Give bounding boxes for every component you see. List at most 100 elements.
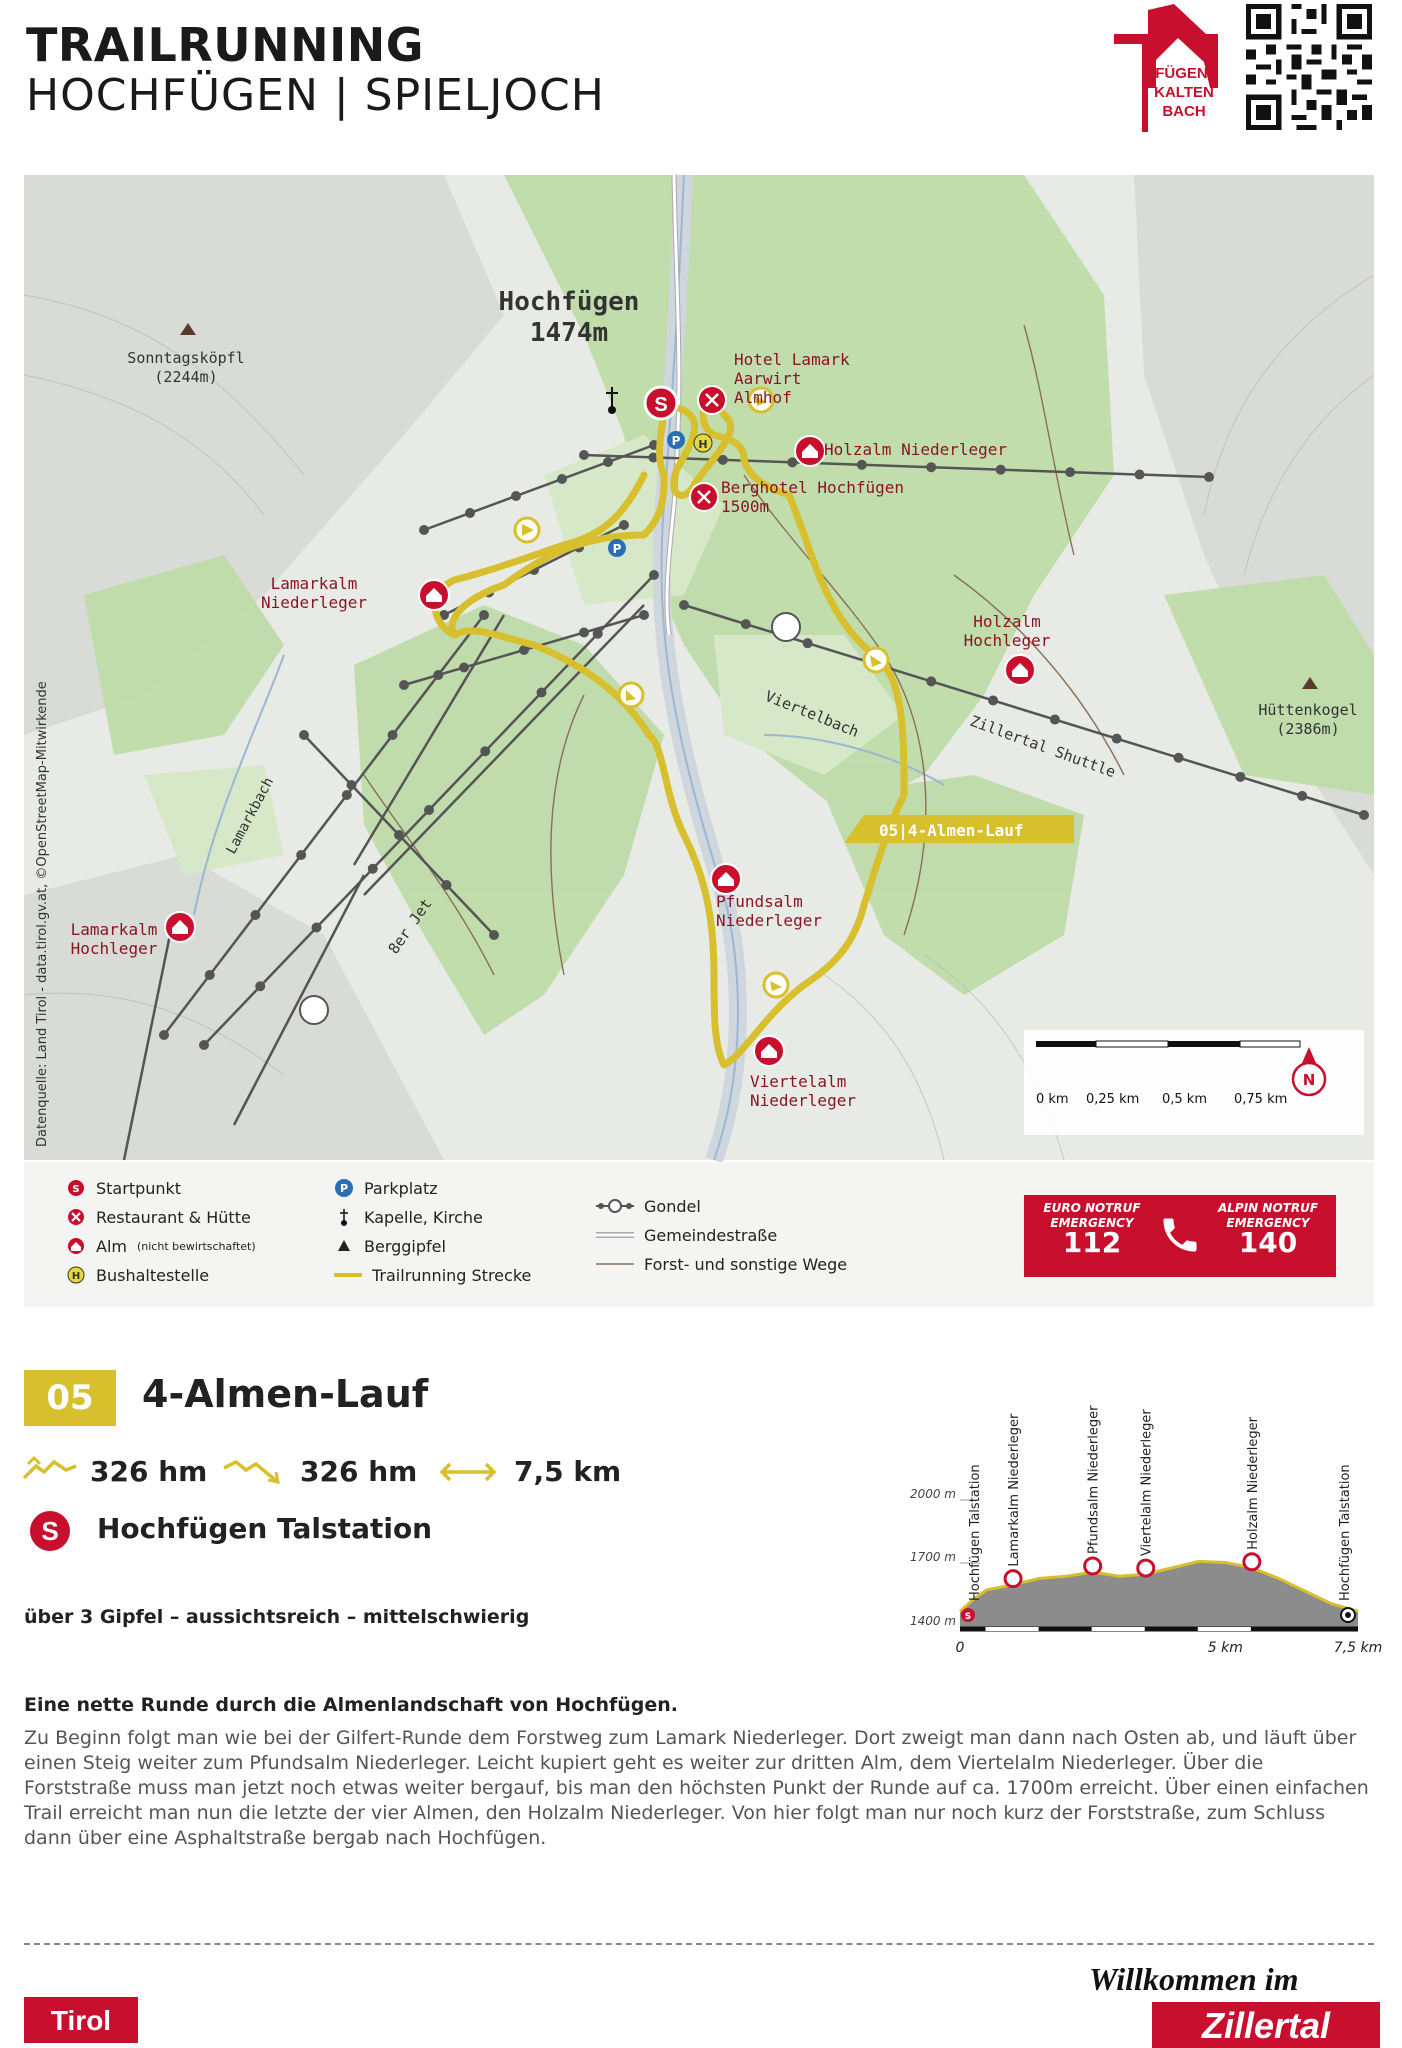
legend-paths: Forst- und sonstige Wege [644,1254,848,1274]
gondola-line-icon [596,1199,634,1213]
scale-bar [1036,1040,1301,1048]
legend-road: Gemeindestraße [644,1225,778,1245]
lift-pylon [250,910,261,920]
alm-icon [753,1035,785,1067]
poi-label: Hochleger [964,631,1051,650]
lift-pylon [441,880,452,890]
lift-pylon [995,464,1006,475]
legend-trail: Trailrunning Strecke [372,1265,532,1285]
euro-emergency-label-1: EURO NOTRUF [1043,1201,1141,1215]
poi-label: Hochleger [71,939,158,958]
waypoint-label: Hochfügen Talstation [968,1464,983,1601]
lift-pylon [603,457,613,467]
svg-text:S: S [41,1516,58,1546]
legend-gondola: Gondel [644,1196,701,1216]
lift-pylon [649,570,659,580]
route-tagline: über 3 Gipfel – aussichtsreich – mittels… [24,1606,530,1628]
waypoint-label: Viertelalm Niederleger [1140,1409,1155,1556]
phone-icon [1163,1218,1197,1252]
alm-icon [164,911,196,943]
gondola-icon [299,995,329,1025]
alm-icon [418,579,450,611]
legend-restaurant: Restaurant & Hütte [96,1207,251,1227]
lift-pylon [639,610,649,620]
svg-text:P: P [672,434,681,448]
route-number: 05 [24,1370,116,1426]
restaurant-icon [68,1209,84,1225]
distance-icon [439,1462,497,1482]
alpine-emergency-label-1: ALPIN NOTRUF [1217,1201,1319,1215]
ascent-value: 326 hm [90,1455,208,1488]
lift-pylon [679,600,689,610]
waypoint-label: Lamarkalm Niederleger [1007,1413,1022,1567]
legend-peak: Berggipfel [364,1236,446,1256]
alm-icon [68,1238,84,1254]
page-title: TRAILRUNNING [26,18,424,72]
ascent-icon [22,1455,77,1480]
waypoint-label: Hochfügen Talstation [1338,1464,1353,1601]
summit-icon [180,323,196,335]
lift-pylon [856,459,867,470]
fuegen-kaltenbach-logo: FÜGEN- KALTEN BACH [1114,4,1218,132]
lift-pylon [296,850,307,860]
lift-pylon [926,462,937,473]
svg-text:S: S [965,1612,971,1622]
waypoint-marker [1136,1558,1156,1578]
poi-label: 1500m [721,497,769,516]
waypoint-marker [1083,1556,1103,1576]
svg-text:H: H [698,438,707,451]
bus-icon: H [67,1266,85,1284]
summit-sonntagskoepfl-elev: (2244m) [154,368,217,386]
welcome-text: Willkommen im [1089,1961,1299,1997]
legend-chapel: Kapelle, Kirche [364,1207,483,1227]
y-tick-label: 1700 m [910,1550,956,1564]
start-icon: S [30,1511,70,1551]
lift-pylon [399,680,409,690]
distance-value: 7,5 km [514,1455,622,1488]
lift-pylon [1134,469,1145,480]
lift-pylon [419,525,429,535]
start-location: Hochfügen Talstation [97,1512,433,1545]
restaurant-icon [697,385,727,415]
trail-map[interactable]: Hochfügen 1474m Sonntagsköpfl (2244m) Hü… [23,174,1375,1163]
legend-alm-note: (nicht bewirtschaftet) [136,1239,256,1253]
lift-pylon [511,491,521,501]
lift-pylon [311,922,322,933]
alm-icon [710,863,742,895]
start-point-icon [643,385,679,421]
poi-label: Niederleger [261,593,367,612]
poi-label: Pfundsalm [716,892,803,911]
scale-label: 0,25 km [1086,1092,1139,1107]
parking-icon [608,539,626,557]
lift-pylon [394,830,404,840]
poi-label: Lamarkalm [71,920,158,939]
emergency-box: EURO NOTRUF EMERGENCY 112 ALPIN NOTRUF E… [1024,1195,1336,1277]
svg-text:S: S [72,1184,79,1195]
lift-pylon [648,452,659,463]
poi-label: Lamarkalm [271,574,358,593]
euro-emergency-label-2: EMERGENCY [1050,1216,1134,1230]
logo-line-3: BACH [1162,103,1205,120]
lift-pylon [579,627,589,638]
route-label: 05|4-Almen-Lauf [879,821,1024,841]
description-text: Zu Beginn folgt man wie bei der Gilfert-… [24,1727,1369,1849]
lift-pylon [159,1030,169,1040]
gondola-icon [771,612,801,642]
summit-huettenkogel: Hüttenkogel [1258,701,1357,719]
peak-icon [338,1240,350,1251]
lift-pylon [536,687,547,698]
summit-huettenkogel-elev: (2386m) [1276,720,1339,738]
waypoint-label: Holzalm Niederleger [1246,1416,1261,1549]
lift-pylon [367,863,378,874]
north-arrow-icon: N [1291,1047,1327,1097]
qr-code[interactable] [1246,4,1372,130]
scale-label: 0,75 km [1234,1092,1287,1107]
lift-pylon [557,474,567,484]
lift-pylon [489,930,499,940]
y-tick-label: 2000 m [910,1487,956,1501]
lift-pylon [480,746,491,757]
lift-pylon [1173,752,1184,763]
lift-pylon [1049,714,1060,725]
alm-icon [794,435,826,467]
